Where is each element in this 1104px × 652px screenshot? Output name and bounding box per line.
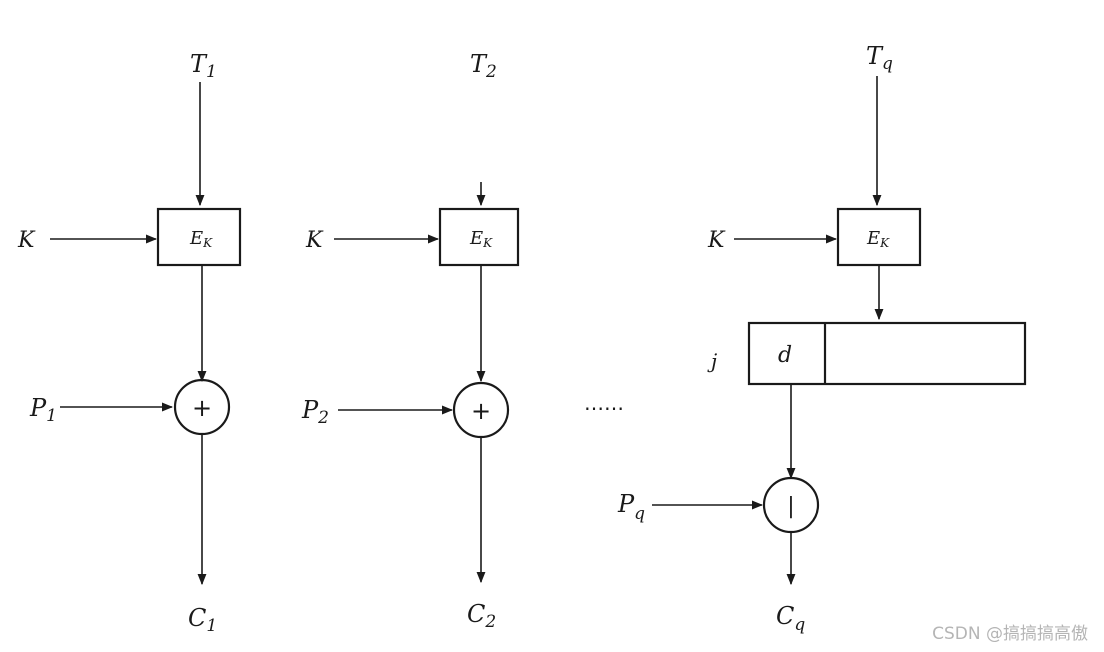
cq-label: Cq: [776, 602, 805, 635]
c1-label: C1: [188, 604, 217, 636]
p2-label: P2: [301, 396, 329, 428]
pq-label: Pq: [617, 490, 645, 524]
encrypt-box-2: [438, 207, 520, 267]
encrypt-box-1: [156, 207, 242, 267]
t2-label: T2: [470, 50, 497, 82]
kq-label: K: [707, 228, 726, 253]
watermark: CSDN @搞搞搞高傲: [932, 624, 1088, 644]
t1-label: T1: [190, 50, 217, 82]
output-register: [747, 321, 1027, 386]
xor-symbol-1: +: [192, 394, 212, 422]
xor-symbol-q: |: [787, 494, 794, 519]
e1-label: EK: [189, 228, 213, 250]
column-1: T1 K EK P1 + C1: [17, 50, 242, 636]
tq-label: Tq: [866, 42, 893, 74]
eq-label: EK: [866, 228, 890, 250]
c2-label: C2: [467, 600, 496, 632]
k2-label: K: [305, 228, 324, 253]
xor-symbol-2: +: [471, 397, 491, 425]
ellipsis: ……: [584, 391, 624, 415]
register-marker: j: [707, 349, 717, 373]
register-left-label: d: [778, 343, 792, 368]
column-q: Tq K EK j d Pq | Cq: [617, 42, 1027, 635]
e2-label: EK: [469, 228, 493, 250]
p1-label: P1: [29, 394, 57, 426]
column-2: T2 K EK P2 + C2: [301, 50, 520, 632]
k1-label: K: [17, 228, 36, 253]
